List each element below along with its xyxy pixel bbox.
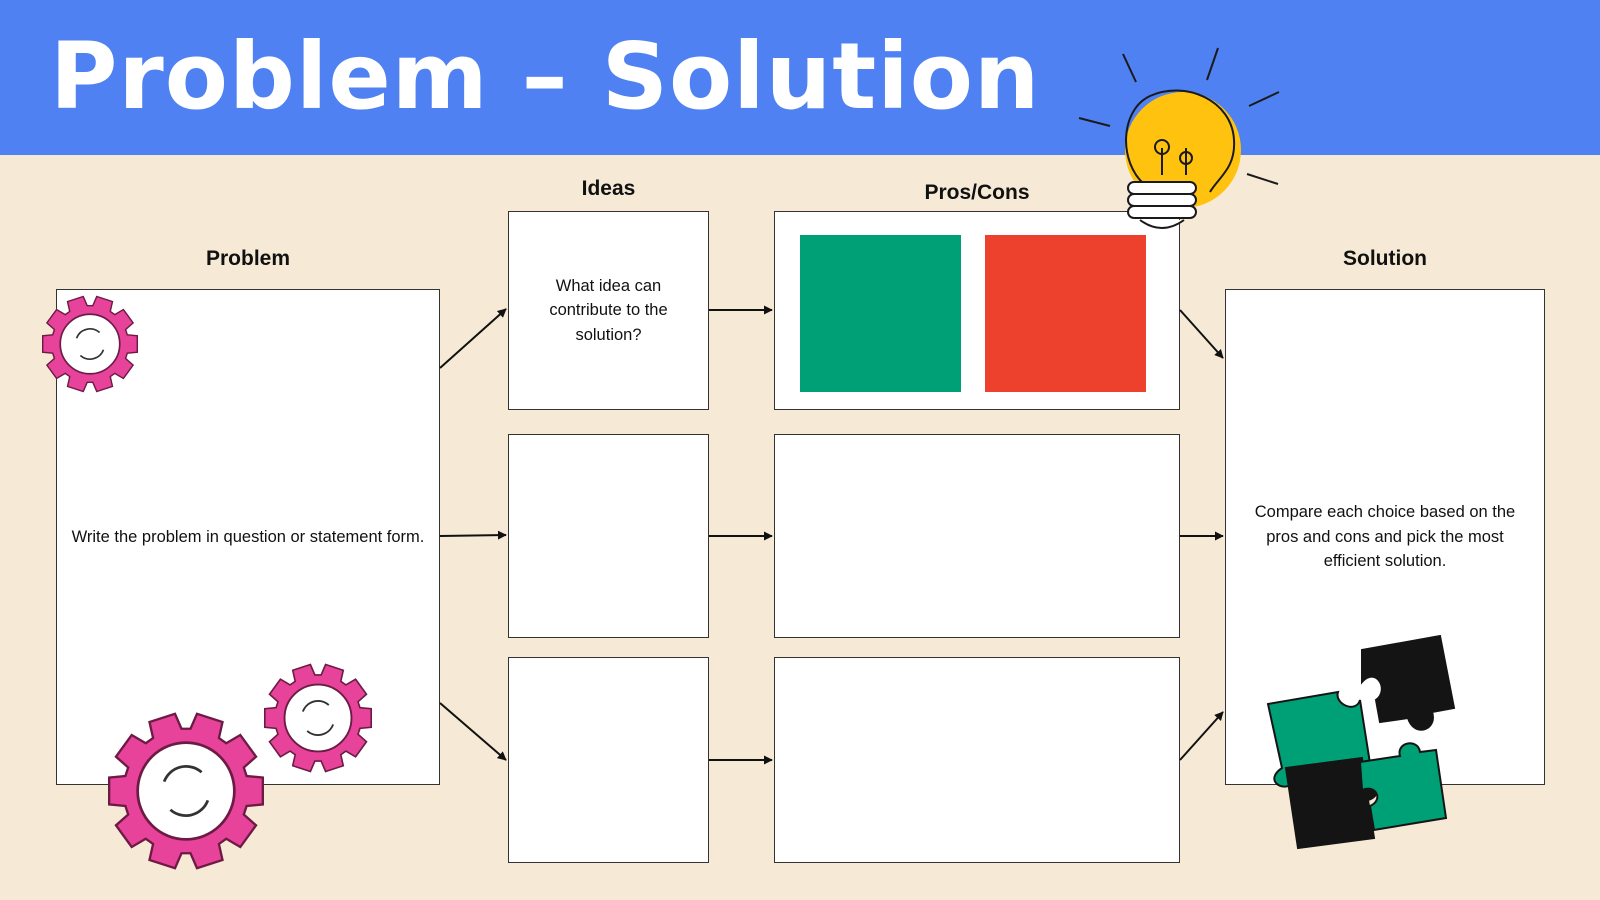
problem-box[interactable]: Write the problem in question or stateme… [56,289,440,785]
cons-swatch [985,235,1146,392]
pros-cons-box-2[interactable] [774,434,1180,638]
pros-cons-heading: Pros/Cons [924,181,1030,204]
problem-text: Write the problem in question or stateme… [71,527,425,546]
arrow-problem-idea-1 [439,308,507,369]
idea-box-2[interactable] [508,434,709,638]
pros-cons-box-3[interactable] [774,657,1180,863]
arrow-problem-idea-3 [439,702,507,761]
arrow-pc-solution-1 [1179,309,1224,359]
ideas-heading: Ideas [581,177,636,200]
page-title: Problem – Solution [50,23,1041,130]
idea-box-1[interactable]: What idea can contribute to the solution… [508,211,709,410]
arrow-pc-solution-3 [1179,711,1224,761]
arrow-problem-idea-2 [439,530,507,540]
solution-text: Compare each choice based on the pros an… [1254,503,1516,571]
idea-text-1: What idea can contribute to the solution… [549,276,668,344]
solution-box[interactable]: Compare each choice based on the pros an… [1225,289,1545,785]
solution-heading: Solution [1343,247,1427,270]
problem-heading: Problem [205,247,291,270]
pros-swatch [800,235,961,392]
idea-box-3[interactable] [508,657,709,863]
header-banner [0,0,1600,155]
